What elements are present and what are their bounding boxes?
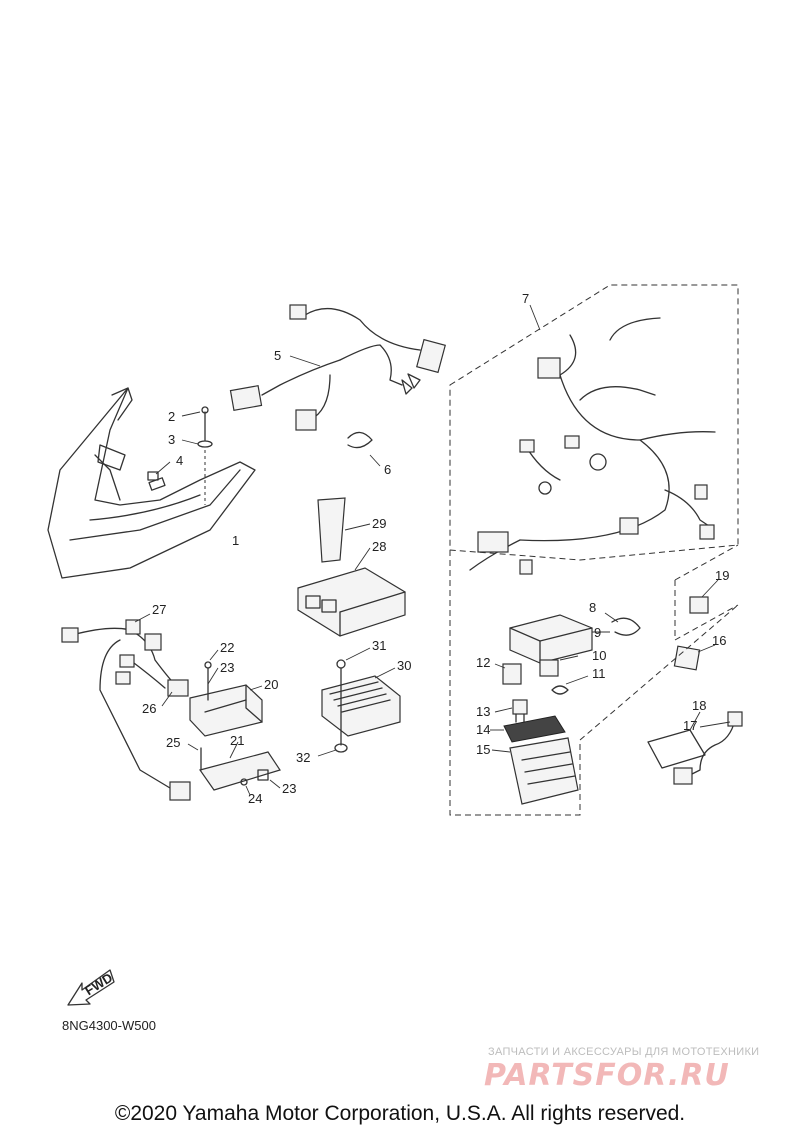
callout-29: 29 <box>372 516 386 531</box>
callout-8: 8 <box>589 600 596 615</box>
callout-23a: 23 <box>220 660 234 675</box>
callout-24: 24 <box>248 791 262 806</box>
callout-23b: 23 <box>282 781 296 796</box>
callout-22: 22 <box>220 640 234 655</box>
part-16-19 <box>449 544 739 816</box>
callout-20: 20 <box>264 677 278 692</box>
callout-7: 7 <box>522 291 529 306</box>
part-fuse-box <box>490 715 579 805</box>
callout-13: 13 <box>476 704 490 719</box>
callout-16: 16 <box>712 633 726 648</box>
copyright-notice: ©2020 Yamaha Motor Corporation, U.S.A. A… <box>114 1102 686 1125</box>
callout-18: 18 <box>692 698 706 713</box>
fwd-label: FWD <box>82 970 115 998</box>
part-cowl <box>47 387 256 579</box>
callout-25: 25 <box>166 735 180 750</box>
callout-19: 19 <box>715 568 729 583</box>
callout-32: 32 <box>296 750 310 765</box>
callout-1: 1 <box>232 533 239 548</box>
callout-21: 21 <box>230 733 244 748</box>
callout-26: 26 <box>142 701 156 716</box>
callout-6: 6 <box>384 462 391 477</box>
watermark-subtitle: ЗАПЧАСТИ И АКСЕССУАРЫ ДЛЯ МОТОТЕХНИКИ <box>488 1046 760 1058</box>
diagram-code: 8NG4300-W500 <box>62 1018 156 1033</box>
part-8 <box>604 612 641 636</box>
callout-15: 15 <box>476 742 490 757</box>
callout-14: 14 <box>476 722 490 737</box>
part-fuse-cover <box>509 614 610 677</box>
part-sub-harness-2 <box>61 613 191 801</box>
callout-31: 31 <box>372 638 386 653</box>
part-band <box>347 431 381 467</box>
callout-10: 10 <box>592 648 606 663</box>
part-clip <box>147 461 171 481</box>
callout-17: 17 <box>683 718 697 733</box>
part-ecu-28 <box>297 497 406 637</box>
callout-2: 2 <box>168 409 175 424</box>
callout-11: 11 <box>592 666 606 681</box>
callout-labels: 1 2 3 4 5 6 7 8 9 10 11 12 13 14 15 16 1… <box>142 291 729 806</box>
part-ecu-bracket <box>187 649 281 796</box>
part-bolt <box>181 406 213 505</box>
callout-30: 30 <box>397 658 411 673</box>
fwd-arrow-icon: FWD <box>67 969 115 1006</box>
callout-5: 5 <box>274 348 281 363</box>
part-relays <box>494 663 528 723</box>
callout-3: 3 <box>168 432 175 447</box>
callout-28: 28 <box>372 539 386 554</box>
callout-9: 9 <box>594 625 601 640</box>
part-17-18 <box>647 711 743 785</box>
part-sub-harness <box>229 304 446 431</box>
part-main-harness <box>449 284 739 575</box>
callout-12: 12 <box>476 655 490 670</box>
callout-4: 4 <box>176 453 183 468</box>
callout-27: 27 <box>152 602 166 617</box>
watermark-logo: PARTSFOR.RU <box>484 1058 730 1093</box>
part-rectifier <box>317 647 401 757</box>
part-11 <box>551 675 589 695</box>
